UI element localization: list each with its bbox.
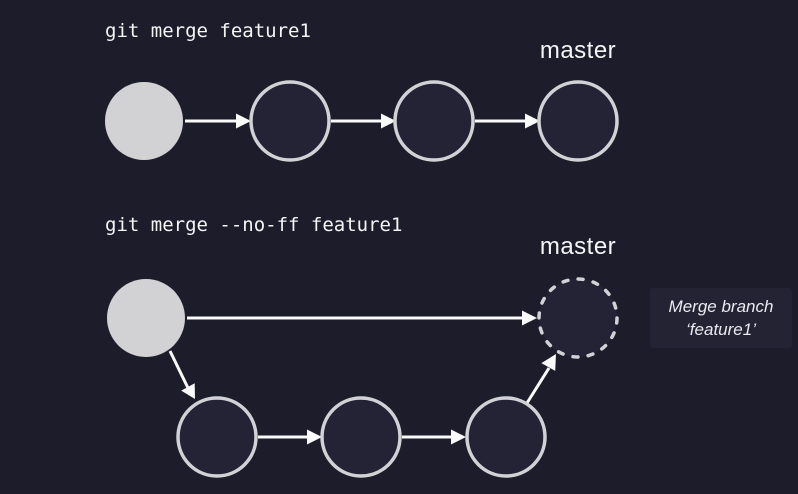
annotation-line-1: Merge branch xyxy=(668,297,774,316)
master-label-no-ff: master xyxy=(539,233,617,260)
master-label-ff: master xyxy=(539,37,617,64)
feature-commit-node-1 xyxy=(176,396,258,478)
ff-commit-node-2 xyxy=(249,80,331,162)
noff-merge-commit-node xyxy=(537,277,619,359)
ff-merge-graph xyxy=(105,80,619,162)
feature-commit-node-3 xyxy=(465,396,547,478)
noff-merge-graph xyxy=(107,277,619,478)
noff-base-commit-node xyxy=(107,279,185,357)
arrow-branch-merge-in xyxy=(525,354,556,404)
ff-commit-node-3 xyxy=(393,80,475,162)
command-fast-forward: git merge feature1 xyxy=(105,20,311,42)
ff-master-commit-node xyxy=(537,80,619,162)
arrow-feature-2 xyxy=(402,429,466,445)
arrow-feature-1 xyxy=(258,429,322,445)
ff-head-commit-node xyxy=(105,82,183,160)
arrow-ff-2 xyxy=(331,113,396,129)
merge-commit-annotation: Merge branch ‘feature1’ xyxy=(650,288,792,348)
command-no-ff: git merge --no-ff feature1 xyxy=(105,214,403,236)
arrow-branch-out xyxy=(168,350,195,399)
annotation-line-2: ‘feature1’ xyxy=(686,320,756,339)
arrow-ff-1 xyxy=(185,113,251,129)
arrow-noff-main xyxy=(187,310,537,326)
arrow-ff-3 xyxy=(475,113,540,129)
feature-commit-node-2 xyxy=(320,396,402,478)
